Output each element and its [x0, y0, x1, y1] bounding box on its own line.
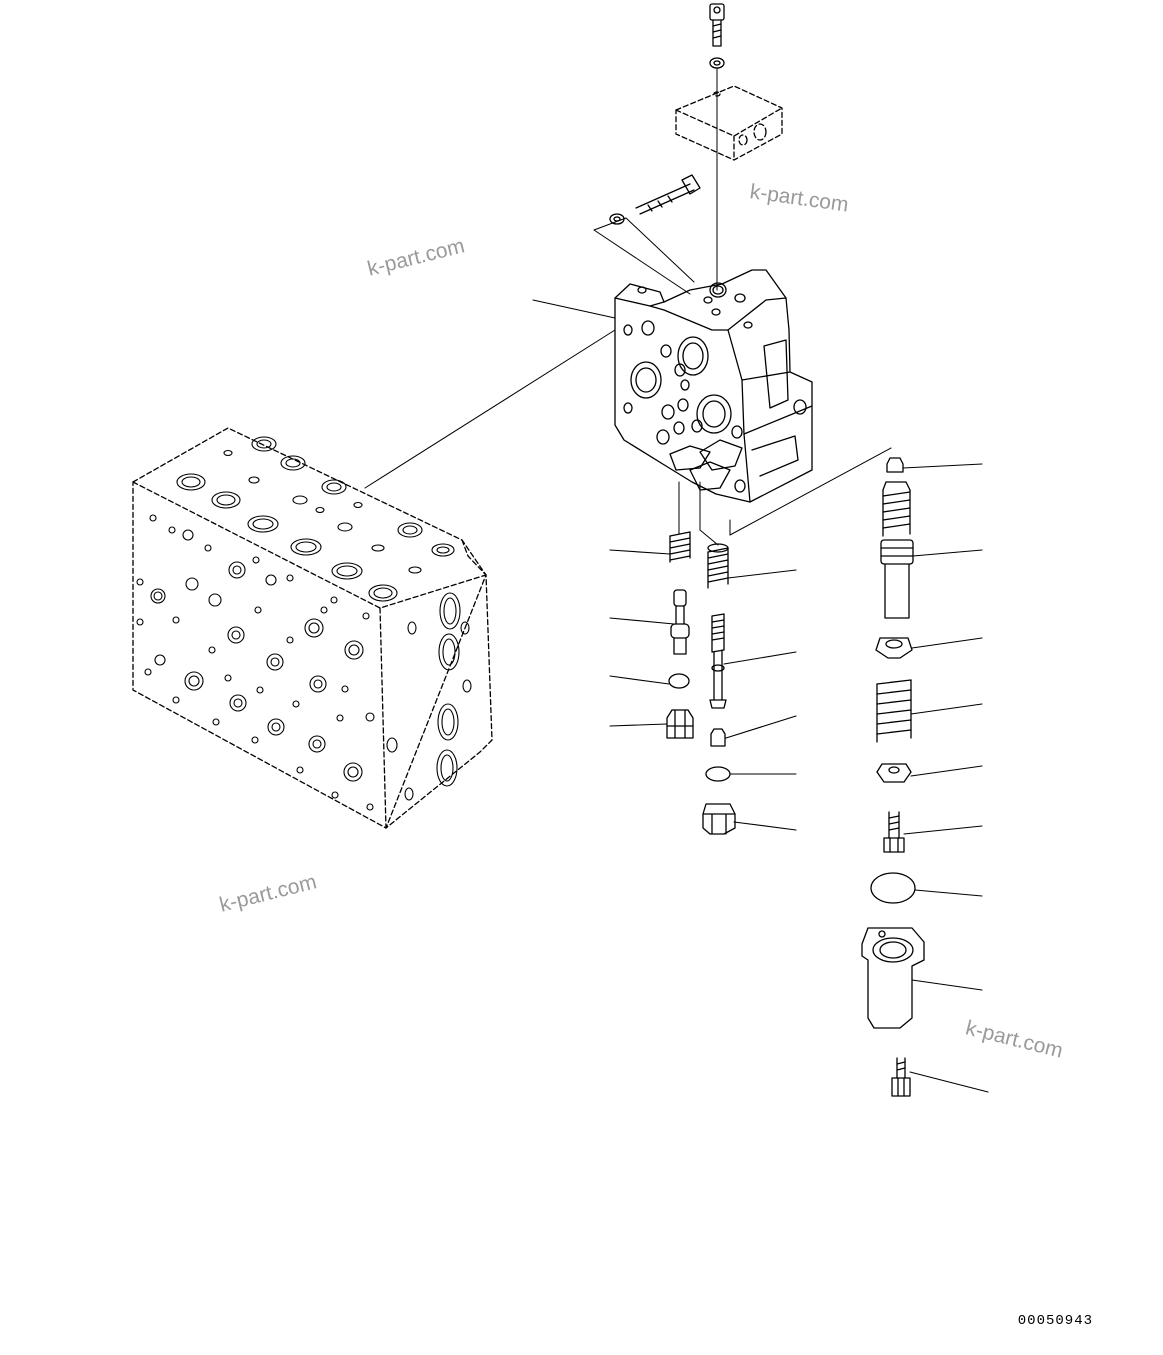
- plug-1: [666, 709, 694, 739]
- o-ring-2: [705, 766, 731, 782]
- spring-1: [669, 531, 691, 563]
- cover: [861, 927, 925, 1029]
- spool-with-spring: [880, 481, 914, 619]
- adjust-screw: [883, 811, 905, 853]
- assembly-lines: [364, 67, 892, 546]
- spring-seat: [875, 637, 913, 659]
- main-block-ports: [136, 436, 472, 811]
- cap: [886, 457, 904, 473]
- valve-section-body: [614, 269, 813, 503]
- small-plug: [710, 728, 726, 747]
- o-ring-3: [870, 872, 916, 904]
- top-washer: [709, 57, 725, 69]
- plug-2: [702, 803, 736, 835]
- side-washer: [609, 213, 625, 225]
- side-bolt: [635, 174, 701, 215]
- cover-bolt: [891, 1057, 911, 1097]
- check-valve-poppet: [670, 589, 690, 655]
- spring-2: [707, 543, 729, 589]
- leader-lines: [532, 299, 989, 1093]
- top-cover-plate: [675, 85, 783, 161]
- spring-3: [876, 679, 912, 743]
- drawing-number: 00050943: [1017, 1313, 1093, 1329]
- spool: [709, 613, 727, 709]
- top-bolt: [709, 3, 725, 47]
- stopper: [876, 763, 912, 783]
- main-valve-block: [132, 427, 493, 829]
- o-ring-1: [668, 673, 690, 689]
